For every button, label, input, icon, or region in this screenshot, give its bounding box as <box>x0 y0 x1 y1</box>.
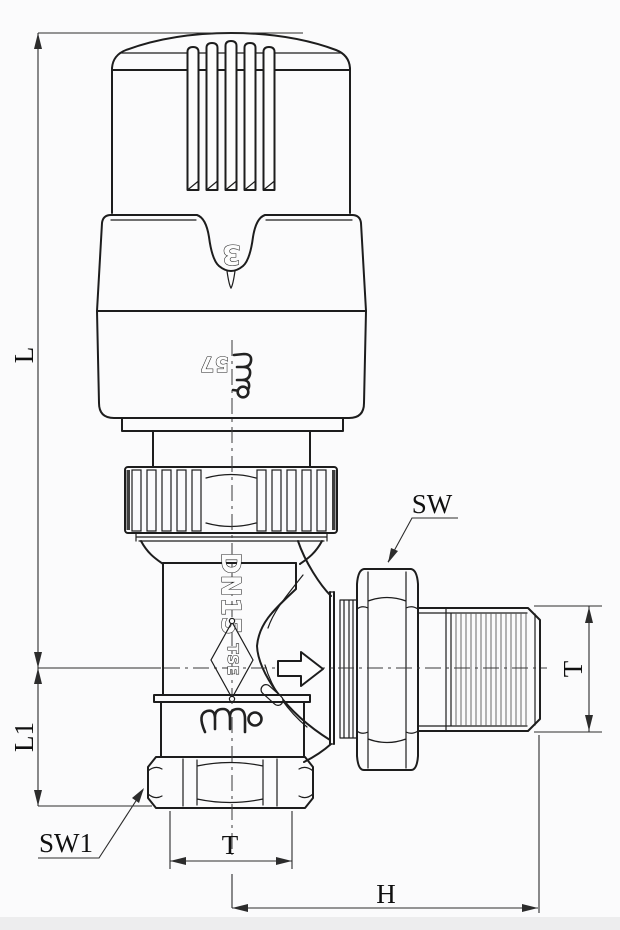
valve-neck <box>152 430 311 467</box>
bottom-nut <box>147 756 314 809</box>
dimension-T-side: T <box>534 605 602 733</box>
brand-logo-icon-body <box>200 707 263 734</box>
dim-label-SW1: SW1 <box>39 828 93 858</box>
thermostatic-head-cap <box>111 32 351 214</box>
dimension-H: H <box>231 735 540 913</box>
head-rib-slots <box>186 40 276 191</box>
dim-label-SW: SW <box>412 489 453 519</box>
male-thread-end <box>417 607 541 732</box>
part-markings: 3 57 DN15 TSE <box>199 238 263 734</box>
label-SW: SW <box>387 489 458 563</box>
dim-label-H: H <box>376 879 396 909</box>
union-nut-side <box>356 568 419 771</box>
brand-logo-icon-head <box>231 352 253 399</box>
dim-label-T-bottom: T <box>222 830 239 860</box>
dim-label-T-side: T <box>558 660 588 677</box>
dimension-T-bottom: T <box>169 811 293 869</box>
setting-pointer <box>226 270 236 290</box>
flow-arrow-icon <box>277 651 324 687</box>
tse-diamond-icon: TSE <box>210 617 254 703</box>
cert-mark-text: TSE <box>224 644 240 676</box>
thermostatic-head-skirt <box>96 214 367 312</box>
valve-body <box>153 540 332 763</box>
label-SW1: SW1 <box>38 788 144 859</box>
head-code-number: 57 <box>199 352 229 376</box>
dim-label-L: L <box>9 347 39 364</box>
dimension-L: L L1 <box>9 32 303 807</box>
centerlines <box>48 340 547 855</box>
nominal-size-marking: DN15 <box>215 552 245 636</box>
head-setting-number: 3 <box>221 239 241 270</box>
ring-to-body-flare <box>140 540 323 565</box>
knurled-ring <box>124 466 338 542</box>
thermostatic-head-body <box>96 310 367 419</box>
page-bottom-band <box>0 917 620 930</box>
dim-label-L1: L1 <box>9 722 39 752</box>
